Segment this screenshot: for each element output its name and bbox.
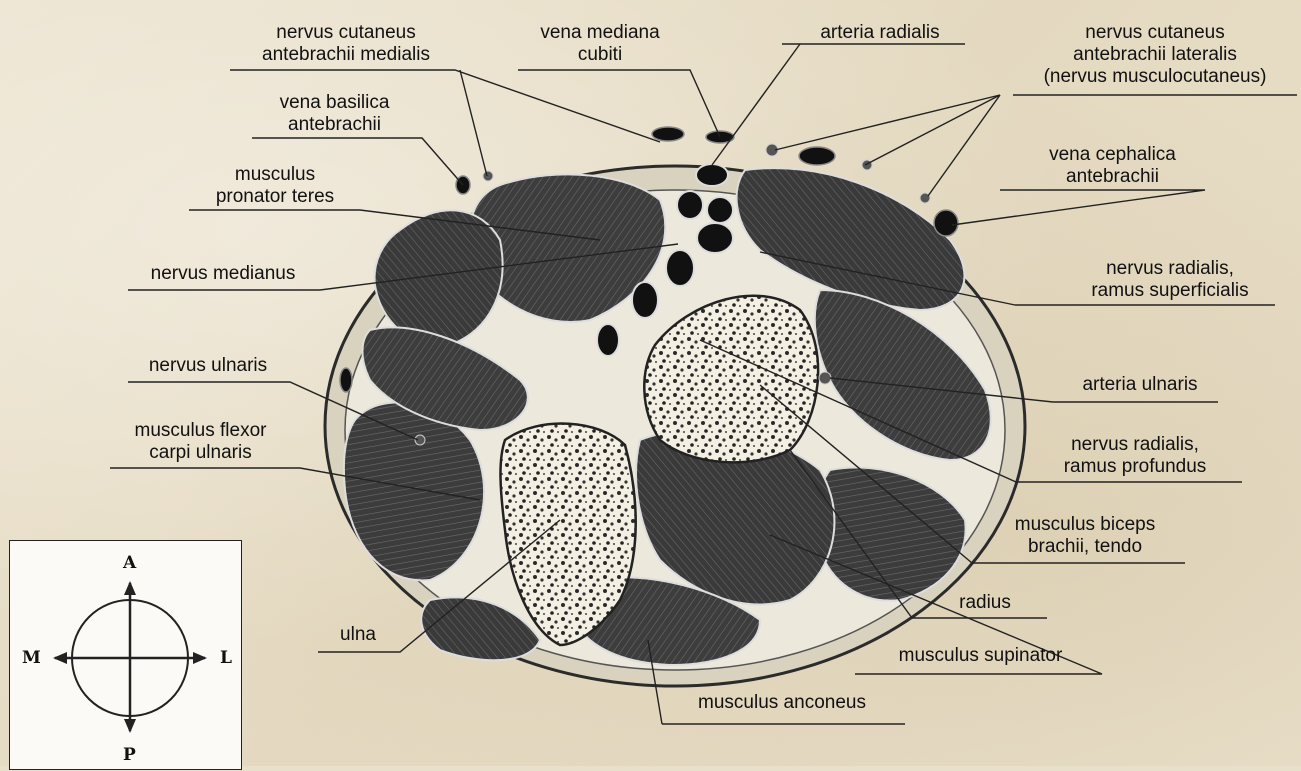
label-nervus-medianus: nervus medianus bbox=[128, 263, 318, 285]
compass-rose-icon bbox=[10, 541, 243, 771]
orientation-compass: A P M L bbox=[9, 540, 242, 770]
vein-cephalica-2 bbox=[934, 210, 958, 236]
vein-mediana-1 bbox=[652, 127, 684, 141]
vessel-3 bbox=[707, 197, 733, 223]
label-nervus-ulnaris: nervus ulnaris bbox=[128, 355, 288, 377]
label-radius: radius bbox=[920, 592, 1050, 614]
label-ulna: ulna bbox=[318, 624, 398, 646]
label-cutaneus-antebrachii-lateralis: nervus cutaneus antebrachii lateralis (n… bbox=[1010, 22, 1300, 88]
nerve-dot-profundus bbox=[819, 372, 831, 384]
compass-lateral-label: L bbox=[220, 648, 232, 668]
label-musculus-supinator: musculus supinator bbox=[858, 645, 1103, 667]
compass-anterior-label: A bbox=[123, 553, 136, 573]
label-nervus-radialis-profundus: nervus radialis, ramus profundus bbox=[1030, 434, 1240, 478]
label-vena-cephalica-antebrachii: vena cephalica antebrachii bbox=[1020, 144, 1205, 188]
label-vena-mediana-cubiti: vena mediana cubiti bbox=[520, 22, 680, 66]
label-arteria-ulnaris: arteria ulnaris bbox=[1060, 374, 1220, 396]
label-nervus-radialis-superficialis: nervus radialis, ramus superficialis bbox=[1060, 258, 1280, 302]
label-musculus-biceps-brachii-tendo: musculus biceps brachii, tendo bbox=[985, 514, 1185, 558]
vessel-7 bbox=[597, 324, 619, 356]
label-cutaneus-antebrachii-medialis: nervus cutaneus antebrachii medialis bbox=[228, 22, 464, 66]
vessel-5 bbox=[666, 250, 694, 286]
vessel-6 bbox=[632, 282, 658, 318]
label-vena-basilica-antebrachii: vena basilica antebrachii bbox=[252, 92, 417, 136]
vein-medial-side bbox=[340, 368, 352, 392]
vein-cephalica-1 bbox=[799, 147, 835, 165]
compass-posterior-label: P bbox=[123, 745, 136, 765]
vessel-1 bbox=[696, 164, 728, 186]
label-musculus-pronator-teres: musculus pronator teres bbox=[190, 164, 360, 208]
vessel-2 bbox=[677, 191, 703, 219]
compass-medial-label: M bbox=[22, 648, 41, 668]
vessel-4 bbox=[697, 223, 733, 253]
label-musculus-flexor-carpi-ulnaris: musculus flexor carpi ulnaris bbox=[108, 420, 293, 464]
nerve-dot-1 bbox=[483, 171, 493, 181]
label-arteria-radialis: arteria radialis bbox=[790, 22, 970, 44]
label-musculus-anconeus: musculus anconeus bbox=[662, 692, 902, 714]
